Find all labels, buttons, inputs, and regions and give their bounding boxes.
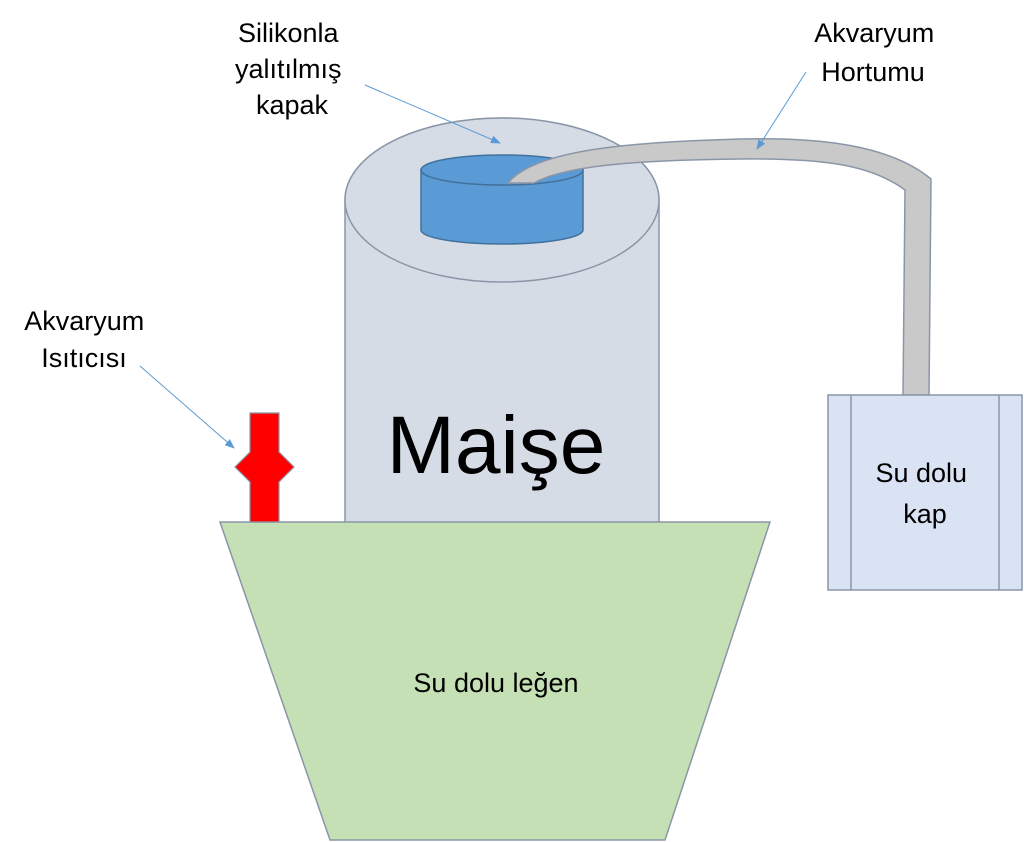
lid-label-line-1: Silikonla <box>238 18 340 48</box>
heater-label-line-1: Akvaryum <box>24 306 144 336</box>
container-label-line-2: kap <box>903 499 947 529</box>
heater-label-line-2: Isıtıcısı <box>41 343 127 373</box>
water-basin <box>218 521 772 841</box>
hose-label-line-1: Akvaryum <box>814 18 934 48</box>
water-container <box>827 394 1023 591</box>
heater-label-arrow <box>139 365 235 449</box>
aquarium-heater <box>234 412 295 523</box>
lid-label-line-3: kapak <box>256 90 329 120</box>
lid-label-line-2: yalıtılmış <box>235 54 342 84</box>
container-label: Su dolu kap <box>875 458 974 529</box>
lid-label-arrow <box>364 84 501 144</box>
mash-label: Maişe <box>387 400 606 491</box>
lid-body <box>420 169 584 245</box>
lid-label: Silikonla yalıtılmış kapak <box>235 18 349 120</box>
container-body <box>827 394 1023 591</box>
basin-label: Su dolu leğen <box>413 668 578 698</box>
hose-label: Akvaryum Hortumu <box>814 18 942 87</box>
heater-label: Akvaryum Isıtıcısı <box>24 306 152 373</box>
hose-label-arrow <box>756 71 807 150</box>
container-label-line-1: Su dolu <box>875 458 967 488</box>
hose-label-line-2: Hortumu <box>821 57 925 87</box>
